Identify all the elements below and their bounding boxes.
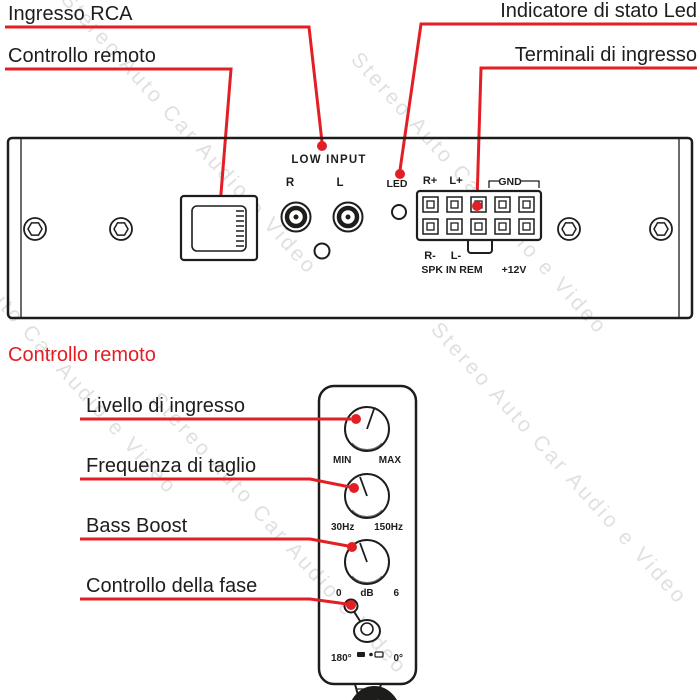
callout-label-input-level: Livello di ingresso [86,395,245,417]
bass-max-label: 6 [393,588,399,599]
phase-switch-base [353,619,381,643]
terminal-label-gnd: GND [498,176,522,188]
panel-small-hole [313,242,331,260]
callout-line-bass-boost [80,537,349,548]
crossover-max-label: 150Hz [374,522,403,533]
callout-dot-phase-control [346,600,356,610]
bass-boost-knob-pointer [359,542,368,563]
low-input-label: LOW INPUT [291,154,366,166]
panel-screw-3 [557,217,581,241]
callout-dot-led [395,169,405,179]
level-min-label: MIN [333,455,351,466]
terminal-label-12v: +12V [502,264,527,276]
callout-label-crossover: Frequenza di taglio [86,455,256,477]
rca-left-label: L [336,177,343,189]
terminal-pin [422,196,439,213]
level-knob-pointer [366,408,375,430]
callout-label-rca-input: Ingresso RCA [8,3,133,25]
callout-line-crossover [80,477,351,489]
terminal-pin [422,218,439,235]
callout-dot-crossover [349,483,359,493]
panel-screw-2 [109,217,133,241]
crossover-knob-pointer [359,476,368,497]
terminal-label-spk-in-rem: SPK IN REM [421,264,483,276]
callout-line-led [398,22,697,171]
phase-180-label: 180° [331,653,352,664]
phase-switch-shaft [360,622,374,636]
level-max-label: MAX [379,455,402,466]
terminal-pin [446,196,463,213]
panel-screw-1 [23,217,47,241]
terminal-label-r-minus: R- [424,250,436,262]
rca-jack-right [282,203,311,232]
terminal-pin [494,218,511,235]
terminal-pin [470,218,487,235]
phase-0-label: 0° [393,653,403,664]
callout-label-input-terminals: Terminali di ingresso [515,44,697,66]
terminal-label-r-plus: R+ [423,175,437,187]
terminal-pin [518,196,535,213]
led-hole [391,204,407,220]
remote-section-title: Controllo remoto [8,344,156,366]
gnd-bracket [488,180,540,188]
callout-line-terminals [475,66,697,203]
callout-label-remote-control: Controllo remoto [8,45,156,67]
callout-dot-terminals-overlay [472,201,482,211]
rj45-socket [191,205,247,252]
rca-right-label: R [286,177,295,189]
terminal-pin [518,218,535,235]
remote-cable [352,686,397,700]
callout-line-rca [5,25,324,143]
terminal-pin [446,218,463,235]
phase-icon-dot [369,652,373,657]
led-label: LED [387,178,408,190]
callout-dot-input-level [351,414,361,424]
callout-line-remote [5,67,233,207]
callout-label-bass-boost: Bass Boost [86,515,188,537]
rj45-pins [236,210,244,247]
amplifier-panel [6,136,694,320]
terminal-label-l-plus: L+ [449,175,462,187]
remote-port-outline [179,194,259,262]
callout-label-phase-control: Controllo della fase [86,575,257,597]
crossover-min-label: 30Hz [331,522,354,533]
phase-icon-0 [374,651,384,658]
terminal-label-l-minus: L- [451,250,462,262]
rca-jack-left [334,203,363,232]
phase-icon-180 [357,652,365,657]
panel-screw-4 [649,217,673,241]
bass-unit-label: dB [360,588,373,599]
callout-dot-bass-boost [347,542,357,552]
callout-line-phase-control [80,597,348,606]
callout-label-led-indicator: Indicatore di stato Led [500,0,697,22]
bass-min-label: 0 [336,588,342,599]
watermark-text: Stereo Auto Car Audio e Video [426,318,692,609]
terminal-pin [494,196,511,213]
callout-dot-rca [317,141,327,151]
